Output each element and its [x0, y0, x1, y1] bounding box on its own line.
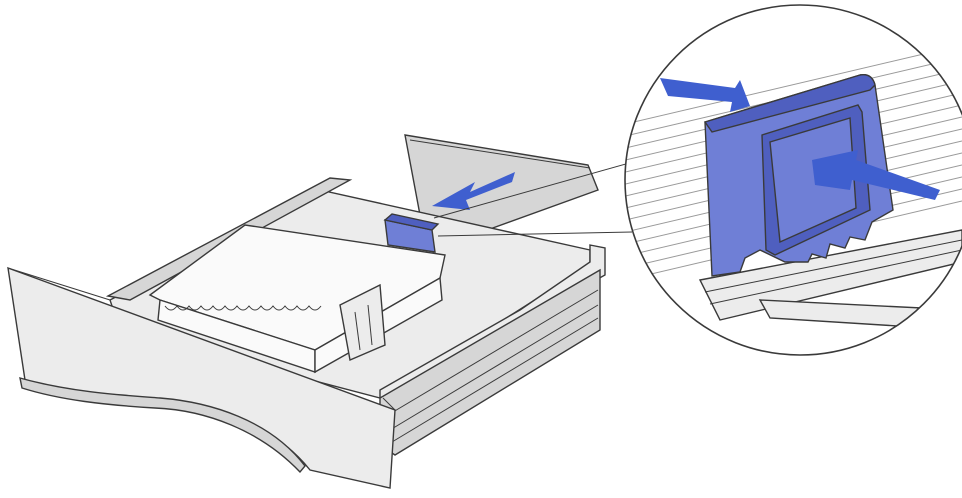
- tray-handle-cutout: [19, 377, 306, 474]
- zoom-detail-circle: [624, 4, 962, 356]
- zoom-connector-bottom: [437, 231, 633, 237]
- width-guide: [339, 283, 386, 361]
- squeeze-arrow-icon: [812, 150, 940, 200]
- tray-back-panel-edge: [409, 139, 591, 169]
- length-guide-icon: [703, 74, 894, 277]
- slide-direction-arrow-icon: [432, 172, 515, 210]
- paper-stack-edge-marks: [164, 305, 322, 311]
- zoom-connector-top: [433, 159, 641, 219]
- length-guide-small: [383, 213, 440, 253]
- squeeze-arrow-top-icon: [660, 78, 750, 112]
- guide-top-edge: [703, 74, 876, 133]
